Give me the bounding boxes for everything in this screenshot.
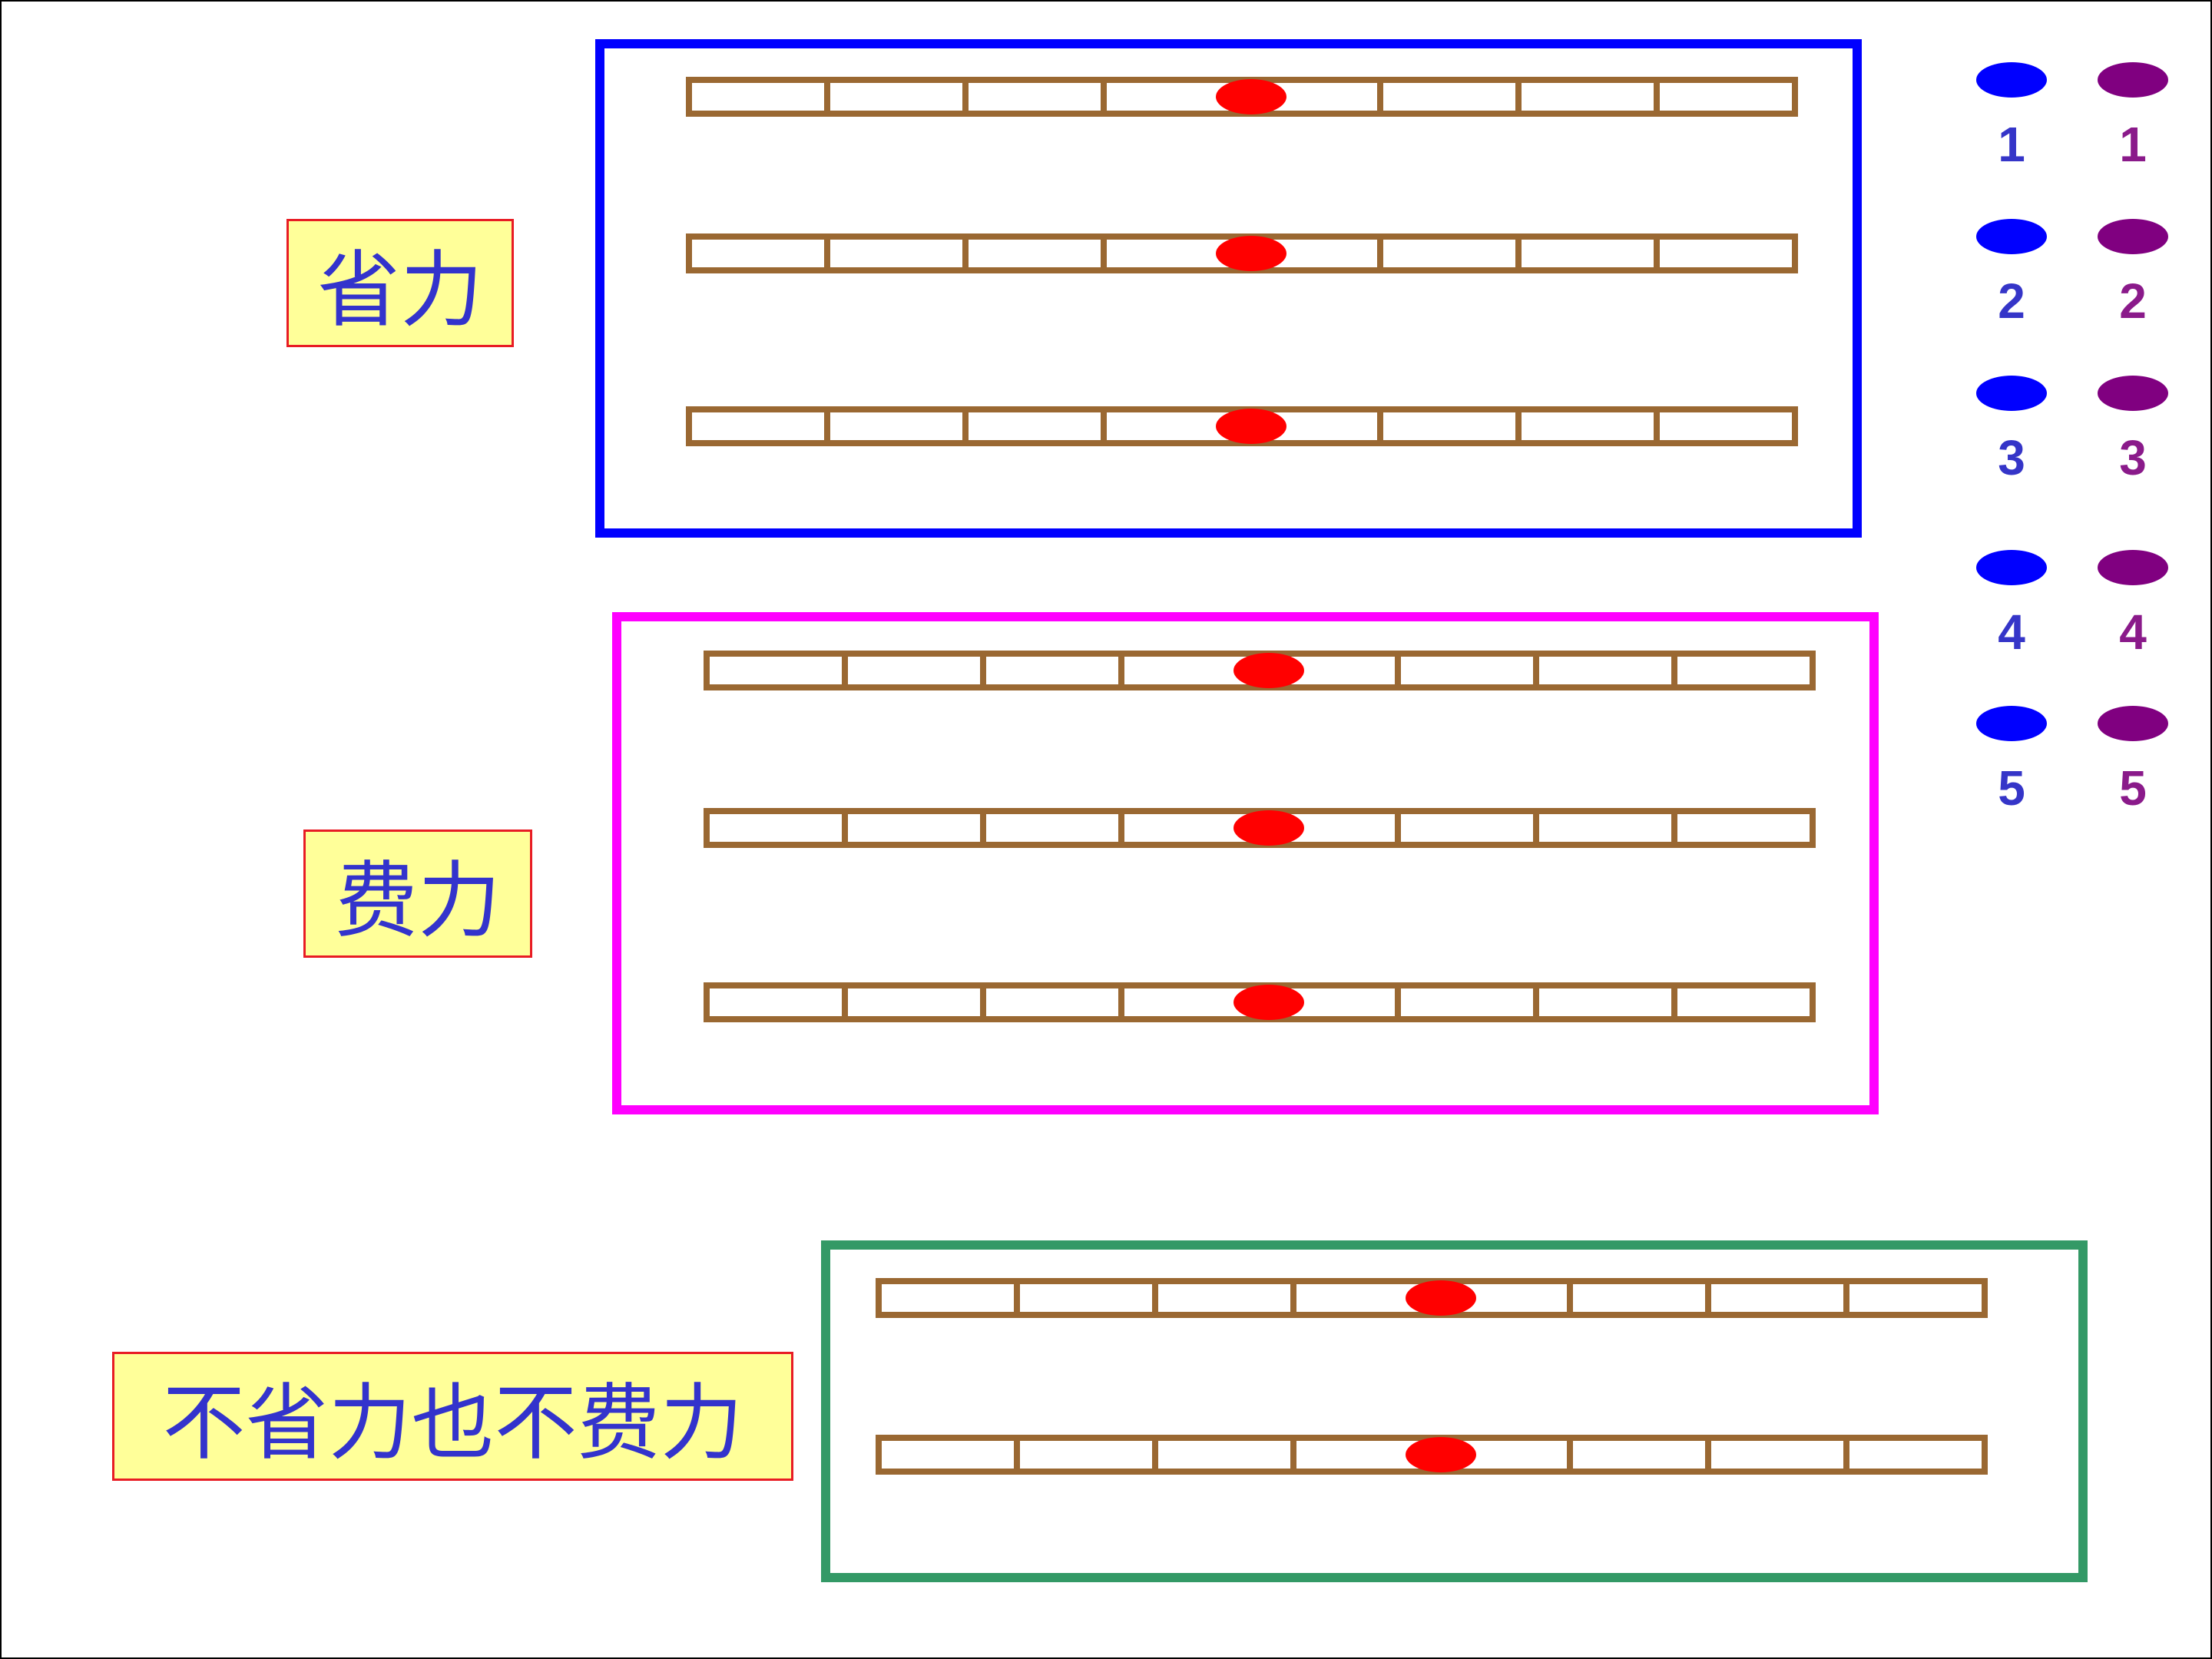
fulcrum-dot	[1233, 653, 1304, 688]
fulcrum-dot	[1216, 79, 1286, 114]
label-neither: 不省力也不费力	[112, 1352, 793, 1481]
frame-neutral	[821, 1240, 2088, 1582]
purple-token-number: 5	[2119, 760, 2147, 816]
fulcrum-dot	[1233, 985, 1304, 1020]
purple-token-4	[2098, 550, 2168, 585]
blue-token-2	[1976, 219, 2047, 254]
fulcrum-dot	[1406, 1280, 1476, 1316]
blue-token-5	[1976, 706, 2047, 741]
frame-costly	[612, 612, 1879, 1114]
blue-token-4	[1976, 550, 2047, 585]
purple-token-number: 4	[2119, 604, 2147, 660]
purple-token-number: 1	[2119, 117, 2147, 172]
purple-token-number: 2	[2119, 273, 2147, 329]
blue-token-1	[1976, 62, 2047, 98]
fulcrum-dot	[1233, 810, 1304, 846]
blue-token-number: 5	[1998, 760, 2025, 816]
fulcrum-dot	[1216, 236, 1286, 271]
fulcrum-dot	[1406, 1437, 1476, 1472]
purple-token-number: 3	[2119, 430, 2147, 485]
blue-token-3	[1976, 376, 2047, 411]
purple-token-3	[2098, 376, 2168, 411]
label-cost-force: 费力	[303, 830, 532, 958]
fulcrum-dot	[1216, 409, 1286, 444]
blue-token-number: 4	[1998, 604, 2025, 660]
label-save-force: 省力	[286, 219, 514, 347]
blue-token-number: 2	[1998, 273, 2025, 329]
blue-token-number: 1	[1998, 117, 2025, 172]
frame-save	[595, 39, 1862, 538]
purple-token-5	[2098, 706, 2168, 741]
blue-token-number: 3	[1998, 430, 2025, 485]
purple-token-1	[2098, 62, 2168, 98]
purple-token-2	[2098, 219, 2168, 254]
